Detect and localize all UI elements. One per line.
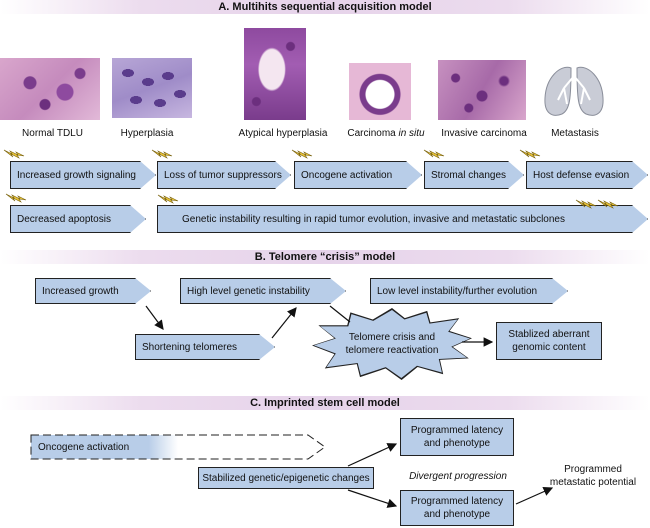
section-a-title: A. Multihits sequential acquisition mode… (0, 0, 650, 14)
prog-bottom-line1: Programmed latency (410, 496, 504, 507)
divergent-progression: Divergent progression (409, 471, 507, 482)
carcinoma-in-situ-image (349, 63, 411, 120)
label-high-level-instability: High level genetic instability (187, 285, 310, 297)
crisis-line1: Telomere crisis and (348, 332, 436, 343)
label-loss-of-tumor-suppressors: Loss of tumor suppressors (164, 169, 282, 181)
box-programmed-latency-bottom: Programmed latency and phenotype (400, 490, 514, 526)
label-host-defense-evasion: Host defense evasion (533, 169, 630, 181)
crisis-line2: telomere reactivation (345, 345, 439, 356)
lightning-icon (5, 193, 27, 203)
section-c-title: C. Imprinted stem cell model (0, 396, 650, 410)
stage-invasive-carcinoma: Invasive carcinoma (441, 128, 527, 139)
lightning-icon (423, 149, 445, 159)
arrow-genetic-instability: Genetic instability resulting in rapid t… (157, 205, 648, 233)
telomere-crisis-text: Telomere crisis and telomere reactivation (346, 331, 439, 357)
arrow-host-defense-evasion: Host defense evasion (526, 161, 648, 189)
stabilized-line1: Stablized aberrant (508, 329, 590, 340)
lightning-icon (597, 199, 619, 209)
connector-shortening-to-high (271, 307, 297, 339)
lightning-icon (151, 149, 173, 159)
label-increased-growth-signaling: Increased growth signaling (17, 169, 136, 181)
lightning-icon (519, 149, 541, 159)
stabilized-line2: genomic content (512, 342, 586, 353)
connector-high-to-crisis (329, 305, 351, 323)
box-stabilized-genetic: Stabilized genetic/epigenetic changes (198, 467, 374, 489)
label-low-level-instability: Low level instability/further evolution (377, 285, 538, 297)
stage-metastasis: Metastasis (551, 128, 599, 139)
stage-carcinoma-label: Carcinoma (347, 128, 399, 139)
stage-hyperplasia: Hyperplasia (120, 128, 174, 139)
arrow-loss-of-tumor-suppressors: Loss of tumor suppressors (157, 161, 291, 189)
stage-carcinoma-in-situ: Carcinoma in situ (338, 128, 434, 139)
label-shortening-telomeres: Shortening telomeres (142, 341, 238, 353)
arrow-increased-growth-signaling: Increased growth signaling (10, 161, 156, 189)
arrow-low-level-instability: Low level instability/further evolution (370, 278, 568, 304)
arrow-increased-growth: Increased growth (35, 278, 151, 304)
arrow-oncogene-activation-dashed: Oncogene activation (30, 434, 326, 460)
box-stabilized-aberrant: Stablized aberrant genomic content (496, 322, 602, 360)
metastatic-line1: Programmed (564, 464, 622, 475)
arrow-high-level-instability: High level genetic instability (180, 278, 346, 304)
connector-stabilized-to-top (347, 443, 398, 467)
section-b-title: B. Telomere “crisis” model (0, 250, 650, 264)
label-genetic-instability: Genetic instability resulting in rapid t… (182, 213, 565, 225)
lightning-icon (291, 149, 313, 159)
label-oncogene-activation: Oncogene activation (301, 169, 393, 181)
connector-stabilized-to-bottom (347, 489, 398, 508)
lightning-icon (3, 149, 25, 159)
prog-bottom-line2: and phenotype (423, 509, 491, 520)
stage-normal-tdlu: Normal TDLU (22, 128, 83, 139)
lungs-icon (544, 58, 604, 116)
hyperplasia-image (112, 58, 192, 118)
connector-growth-to-shortening (145, 305, 164, 330)
arrow-decreased-apoptosis: Decreased apoptosis (10, 205, 146, 233)
label-increased-growth: Increased growth (42, 285, 119, 297)
arrow-shortening-telomeres: Shortening telomeres (135, 334, 275, 360)
box-programmed-latency-top: Programmed latency and phenotype (400, 418, 514, 456)
normal-tdlu-image (0, 58, 100, 120)
arrow-oncogene-activation: Oncogene activation (294, 161, 422, 189)
label-oncogene-activation-c: Oncogene activation (38, 441, 130, 453)
lightning-icon (575, 199, 597, 209)
dashed-arrow-shape (30, 434, 326, 460)
lightning-icon (157, 194, 179, 204)
arrow-stromal-changes: Stromal changes (424, 161, 524, 189)
connector-bottom-to-metastatic (515, 487, 554, 505)
metastatic-line2: metastatic potential (549, 477, 637, 488)
stage-atypical-hyperplasia: Atypical hyperplasia (238, 128, 328, 139)
label-decreased-apoptosis: Decreased apoptosis (17, 213, 111, 225)
prog-top-line2: and phenotype (423, 438, 491, 449)
label-stromal-changes: Stromal changes (431, 169, 507, 181)
programmed-metastatic-potential: Programmed metastatic potential (538, 463, 648, 489)
stage-in-situ-label: in situ (398, 128, 425, 139)
atypical-hyperplasia-image (244, 28, 306, 120)
prog-top-line1: Programmed latency (410, 425, 504, 436)
invasive-carcinoma-image (438, 60, 526, 120)
